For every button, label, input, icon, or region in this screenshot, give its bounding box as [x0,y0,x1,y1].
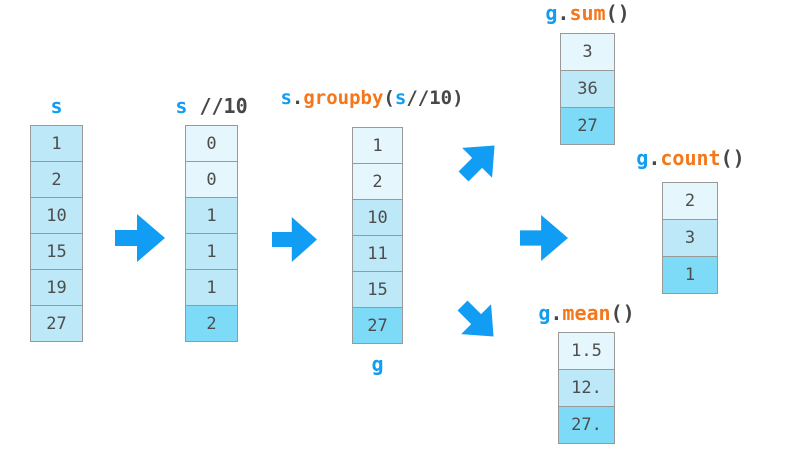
table-cell: 1 [30,125,83,162]
arrow-right-icon [272,216,317,263]
table-cell: 10 [30,197,83,234]
arrow-right-icon [115,214,165,262]
label-part: s [394,87,407,109]
label-part: ) [452,87,464,109]
table-cell: 19 [30,269,83,306]
table-cell: 27 [352,307,403,344]
mean-result-label: g.mean() [514,301,659,325]
table-cell: 11 [352,235,403,272]
table-cell: 1 [185,233,238,270]
column-s-label: s [30,94,83,118]
table-cell: 15 [352,271,403,308]
label-part: groupby [303,87,384,109]
grouped-series-name-label: g [352,352,403,376]
label-part: sum [569,1,606,25]
label-part: mean [562,301,611,325]
label-part: () [610,301,635,325]
label-part: count [660,146,721,170]
arrow-down-right-icon [447,290,509,352]
table-cell: 12. [558,369,615,407]
sum-result-label: g.sum() [515,1,660,25]
table-cell: 3 [560,33,615,71]
label-part: s [175,94,188,118]
table-cell: 0 [185,161,238,198]
label-part: //10 [187,94,248,118]
groupby-expression-label: s.groupby(s//10) [272,86,472,110]
label-part: g [545,1,558,25]
label-part: . [291,87,304,109]
table-cell: 27 [560,107,615,145]
table-cell: 36 [560,70,615,108]
table-cell: 1.5 [558,332,615,370]
label-part: ( [383,87,395,109]
table-cell: 2 [30,161,83,198]
table-cell: 15 [30,233,83,270]
table-cell: 3 [662,219,718,257]
label-part: //10 [406,87,453,109]
label-part: . [648,146,661,170]
label-part: g [371,352,384,376]
table-cell: 1 [185,269,238,306]
table-cell: 2 [352,163,403,200]
table-cell: 1 [352,127,403,164]
arrow-right-icon [520,214,568,262]
label-part: . [557,1,570,25]
count-result-label: g.count() [618,146,763,170]
label-part: s [280,87,292,109]
table-cell: 27. [558,406,615,444]
table-cell: 1 [185,197,238,234]
table-cell: 0 [185,125,238,162]
table-cell: 27 [30,305,83,342]
label-part: g [636,146,649,170]
label-part: () [605,1,630,25]
table-cell: 10 [352,199,403,236]
label-part: s [50,94,63,118]
arrow-up-right-icon [448,130,510,192]
table-cell: 2 [185,305,238,342]
label-part: . [550,301,563,325]
table-cell: 1 [662,256,718,294]
label-part: g [538,301,551,325]
column-s-div-10-label: s //10 [150,94,273,118]
table-cell: 2 [662,182,718,220]
label-part: () [720,146,745,170]
